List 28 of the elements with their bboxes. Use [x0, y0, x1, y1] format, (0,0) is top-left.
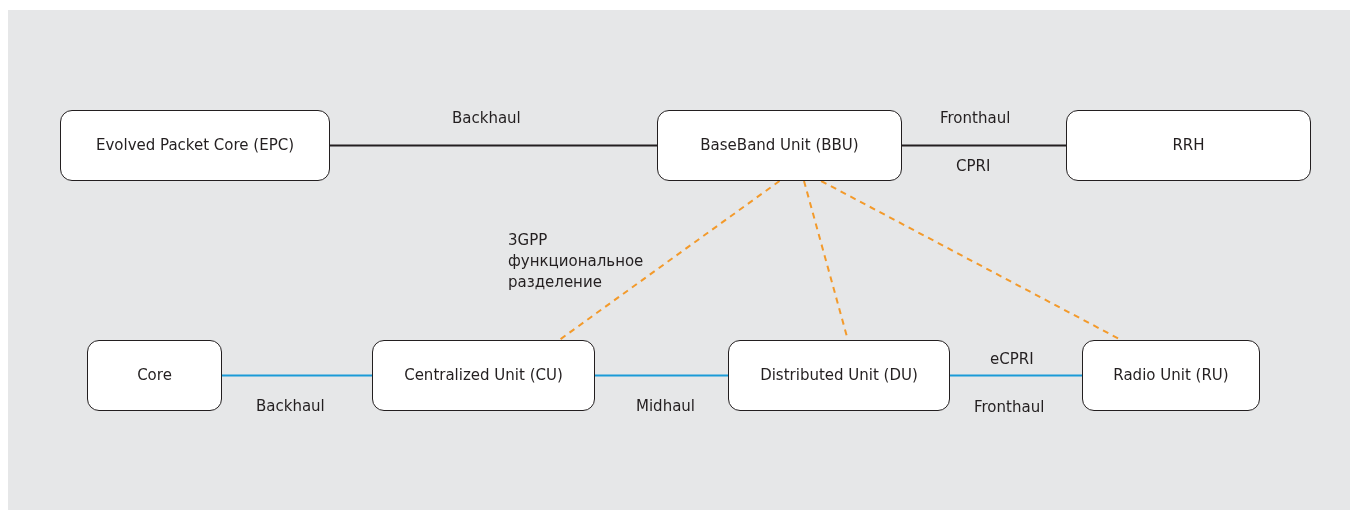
connector-line: [329, 144, 658, 147]
edge-label: Midhaul: [636, 396, 695, 417]
unit-name: RRH: [1172, 135, 1205, 157]
unit-box: [60, 110, 330, 181]
dashed-connector: [558, 180, 781, 341]
unit-name: Distributed Unit (DU): [760, 365, 918, 387]
connector-line: [221, 374, 373, 377]
edge-label: eCPRI: [990, 349, 1034, 370]
edge-label: Backhaul: [256, 396, 325, 417]
unit-box: [372, 340, 595, 411]
unit-name: Core: [137, 365, 172, 387]
unit-name: BaseBand Unit (BBU): [700, 135, 859, 157]
link-label: Fronthaul: [974, 397, 1045, 418]
edge-label: Backhaul: [452, 108, 521, 129]
unit-box: [1066, 110, 1311, 181]
unit-name: Radio Unit (RU): [1113, 365, 1229, 387]
unit-box: [1082, 340, 1260, 411]
connector-line: [901, 144, 1067, 147]
unit-name: Evolved Packet Core (EPC): [95, 135, 295, 157]
connector-line: [949, 374, 1083, 377]
edge-label: 3GPP функциональное разделение: [508, 230, 645, 293]
link-label: CPRI: [956, 156, 991, 177]
edge-label: Fronthaul: [940, 108, 1011, 129]
unit-box: [87, 340, 222, 411]
unit-box: [728, 340, 950, 411]
connector-line: [594, 374, 729, 377]
unit-name: Centralized Unit (CU): [404, 365, 563, 387]
unit-box: [657, 110, 902, 181]
